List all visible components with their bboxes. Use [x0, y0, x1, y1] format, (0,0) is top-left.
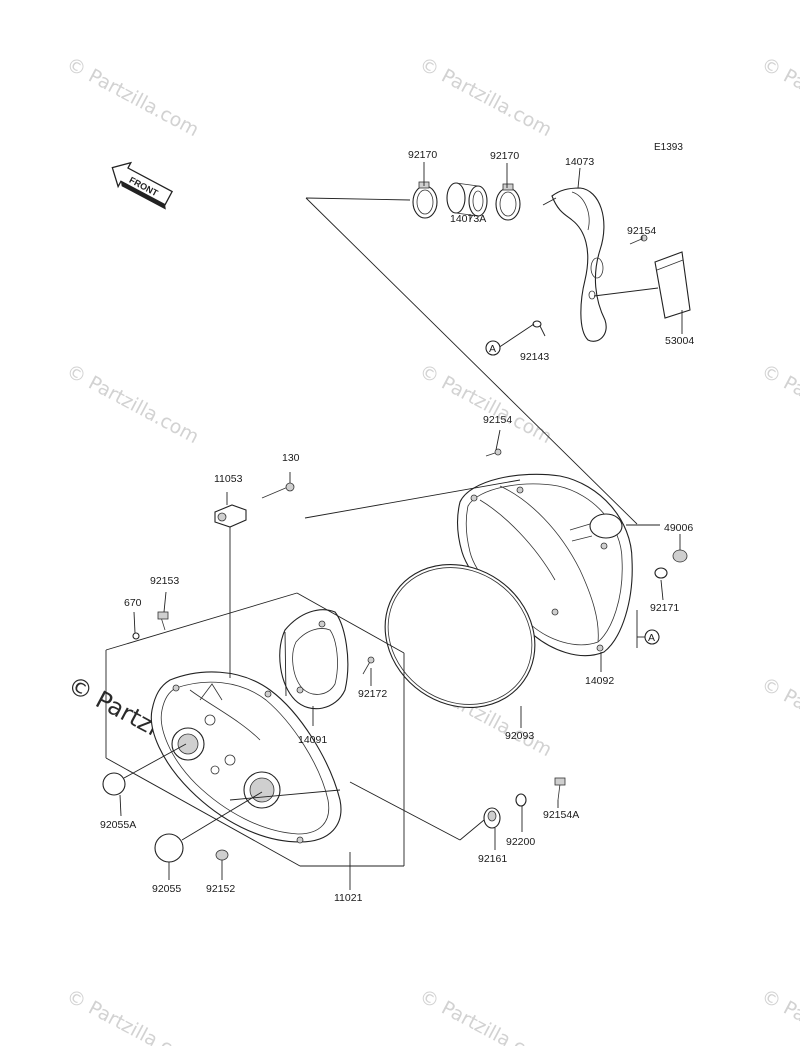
plug-92152-icon — [215, 849, 229, 861]
part-label: 92171 — [650, 602, 679, 614]
front-arrow-icon: FRONT — [111, 161, 174, 210]
label-53004-icon — [654, 251, 691, 319]
part-label: 92172 — [358, 688, 387, 700]
part-label: 92055A — [100, 819, 136, 831]
part-label: 92152 — [206, 883, 235, 895]
small-parts-right — [483, 777, 566, 829]
part-label: 92200 — [506, 836, 535, 848]
washer-92143-icon — [532, 320, 542, 328]
ref-marker-right: A — [644, 629, 660, 645]
watermark: © Partzilla.com — [416, 53, 556, 141]
part-label: 14073 — [565, 156, 594, 168]
watermark: © Partzilla.com — [416, 985, 556, 1046]
plate-14091-icon — [279, 609, 349, 710]
oring-92055a-icon — [102, 772, 126, 796]
part-label: 11021 — [334, 892, 363, 904]
oring-92055-icon — [154, 833, 184, 863]
outer-cover-icon — [457, 473, 633, 657]
part-label: 92153 — [150, 575, 179, 587]
oring-670-icon — [132, 632, 140, 640]
part-label: 92154 — [627, 225, 656, 237]
part-label: 53004 — [665, 335, 694, 347]
part-label: 14073A — [450, 213, 486, 225]
watermark: © Partzilla.com — [758, 53, 800, 141]
part-label: 670 — [124, 597, 142, 609]
sleeve-14073a-icon — [468, 185, 488, 217]
gasket-92093-icon — [384, 564, 536, 708]
bolt-92153-icon — [157, 611, 169, 620]
washer-92200-icon — [515, 793, 527, 807]
part-label: 92154 — [483, 414, 512, 426]
part-label: 92143 — [520, 351, 549, 363]
diagram-code: E1393 — [654, 142, 683, 153]
duct-14073-icon — [551, 187, 607, 342]
part-label: 92161 — [478, 853, 507, 865]
converter-cover-14092 — [457, 448, 688, 657]
watermark: © Partzilla.com — [416, 360, 556, 448]
watermark: © Partzilla.com — [758, 360, 800, 448]
part-label: 92093 — [505, 730, 534, 742]
screw-92154-icon — [640, 234, 648, 242]
bolt-92154a-icon — [554, 777, 566, 786]
part-label: 130 — [282, 452, 300, 464]
watermark: © Partzilla.com — [758, 673, 800, 761]
watermark: © Partzilla.com — [758, 985, 800, 1046]
ref-marker-top: A — [485, 340, 501, 356]
cover-outlet-icon — [589, 513, 623, 539]
inner-cover-11021 — [150, 671, 342, 844]
part-label: 14092 — [585, 675, 614, 687]
grommet-49006-icon — [672, 549, 688, 563]
small-parts-left — [102, 482, 375, 863]
part-labels: 92170 92170 14073 14073A 92154 53004 921… — [100, 149, 694, 904]
svg-text:A: A — [648, 632, 655, 644]
bolt-130-icon — [285, 482, 295, 492]
bolt-92172-icon — [367, 656, 375, 664]
svg-text:A: A — [489, 343, 496, 355]
part-label: 92170 — [490, 150, 519, 162]
part-label: 14091 — [298, 734, 327, 746]
watermark: © Partzilla.com — [63, 53, 203, 141]
part-label: 92055 — [152, 883, 181, 895]
plate-14091 — [279, 609, 349, 710]
bracket-11053-icon — [214, 504, 247, 528]
duct-assembly — [412, 181, 691, 342]
shaft-seal-icon — [249, 777, 275, 803]
cover-leaders — [304, 429, 681, 672]
part-label: 49006 — [664, 522, 693, 534]
watermark: © Partzilla.com — [63, 360, 203, 448]
part-label: 92154A — [543, 809, 579, 821]
part-label: 92170 — [408, 149, 437, 161]
bearing-bore-icon — [177, 733, 199, 755]
screw-92154-mid-icon — [494, 448, 502, 456]
watermark: © Partzilla.com — [63, 985, 203, 1046]
part-label: 11053 — [214, 473, 243, 485]
lower-leaders — [105, 472, 559, 890]
top-leaders — [305, 162, 683, 525]
fitting-92171-icon — [654, 567, 668, 579]
